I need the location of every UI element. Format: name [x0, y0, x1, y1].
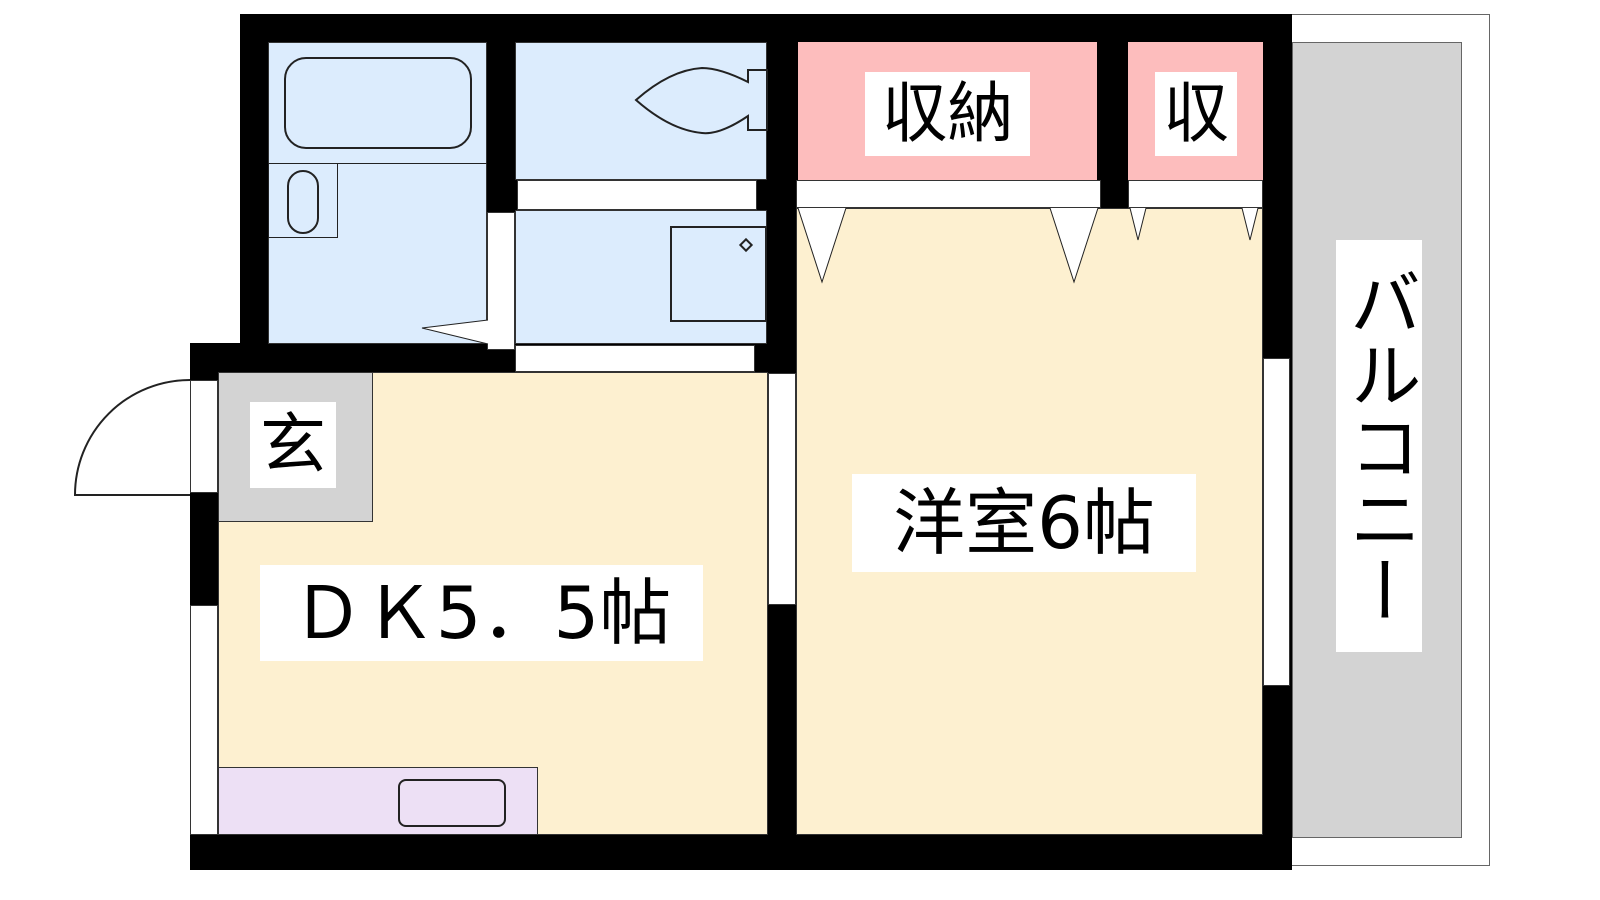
kitchen-sink: [398, 779, 506, 827]
storage-large-door[interactable]: [796, 180, 1101, 208]
sink-counter: [268, 163, 338, 238]
bathroom-divider: [268, 163, 487, 164]
kitchen-counter: [218, 767, 538, 835]
washing-machine-pan: [670, 226, 767, 322]
storage-large-label: 収納: [865, 72, 1030, 156]
closet-door-swing-icons: [797, 208, 1259, 284]
bathroom: [268, 42, 487, 344]
entrance-door-frame[interactable]: [190, 380, 218, 493]
washroom-sliding-door[interactable]: [515, 345, 755, 372]
room-divider-door[interactable]: [768, 373, 796, 605]
sink-basin: [287, 170, 319, 234]
entrance-label: 玄: [250, 402, 336, 488]
balcony-window[interactable]: [1263, 358, 1290, 686]
dining-kitchen-label: ＤＫ5．5帖: [260, 565, 703, 661]
balcony-label: バルコニー: [1336, 240, 1422, 652]
storage-small-door[interactable]: [1128, 180, 1263, 208]
toilet-icon: [634, 66, 768, 135]
toilet-room: [515, 42, 767, 180]
bathroom-door[interactable]: [487, 212, 515, 350]
door-swing-icon: [421, 319, 489, 345]
washroom: [515, 210, 767, 344]
dk-window[interactable]: [190, 605, 218, 835]
entrance-door-swing-icon: [73, 379, 191, 496]
storage-small-label: 収: [1155, 72, 1237, 156]
western-room-label: 洋室6帖: [852, 474, 1196, 572]
bathtub: [284, 57, 472, 149]
toilet-sliding-door[interactable]: [517, 180, 757, 210]
